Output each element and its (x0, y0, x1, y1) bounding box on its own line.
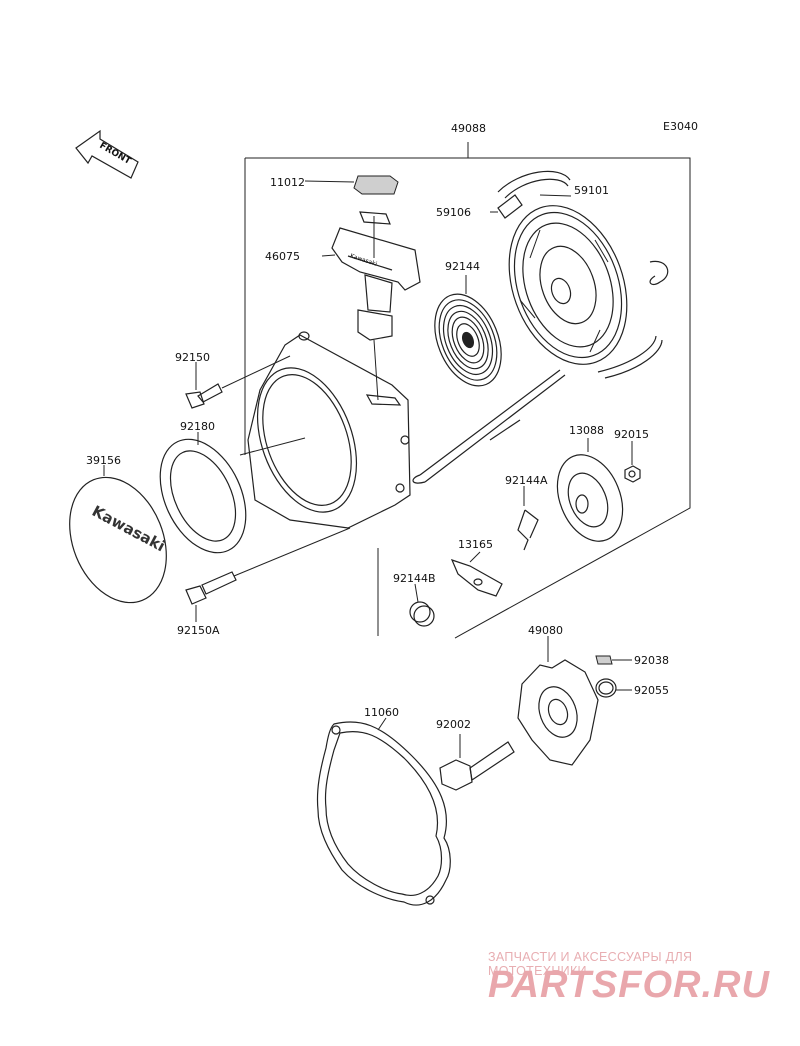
label-59101: 59101 (574, 184, 609, 197)
watermark-subtitle: ЗАПЧАСТИ И АКСЕССУАРЫ ДЛЯ МОТОТЕХНИКИ (488, 950, 693, 978)
ratchet-plate (556, 438, 624, 542)
bolt-92150 (185, 355, 291, 409)
coil-spring-92144b (409, 583, 435, 627)
key (595, 655, 632, 665)
ratchet-cup (517, 636, 599, 766)
label-92144a: 92144A (505, 474, 548, 487)
recoil-spring (434, 275, 502, 387)
watermark-logo: PARTSFOR.RU (488, 964, 770, 1006)
cap-part (304, 175, 399, 195)
spring-clip (517, 486, 539, 551)
label-49088: 49088 (451, 122, 486, 135)
rope (412, 194, 566, 484)
assembly-outline (244, 142, 691, 639)
label-92144b: 92144B (393, 572, 436, 585)
label-92038: 92038 (634, 654, 669, 667)
starter-handle: Kawasaki (321, 211, 421, 401)
pawl (450, 551, 503, 597)
label-92144: 92144 (445, 260, 480, 273)
label-46075: 46075 (265, 250, 300, 263)
label-13165: 13165 (458, 538, 493, 551)
diagram-code: E3040 (663, 120, 698, 133)
recoil-cover-housing (239, 331, 411, 529)
label-11012: 11012 (270, 176, 305, 189)
o-ring (595, 678, 632, 698)
label-92180: 92180 (180, 420, 215, 433)
bolt-92150a (185, 527, 351, 622)
label-59106: 59106 (436, 206, 471, 219)
label-92150a: 92150A (177, 624, 220, 637)
cover-gasket (316, 717, 451, 906)
label-92002: 92002 (436, 718, 471, 731)
label-92015: 92015 (614, 428, 649, 441)
bolt-92002 (439, 734, 515, 791)
front-arrow-icon: FRONT (75, 129, 139, 179)
label-13088: 13088 (569, 424, 604, 437)
nut (624, 441, 641, 483)
gasket-ring (159, 432, 247, 554)
label-11060: 11060 (364, 706, 399, 719)
rope-pulley (497, 170, 669, 379)
label-49080: 49080 (528, 624, 563, 637)
label-39156: 39156 (86, 454, 121, 467)
emblem-cover: Kawasaki (69, 465, 168, 604)
label-92150: 92150 (175, 351, 210, 364)
label-92055: 92055 (634, 684, 669, 697)
